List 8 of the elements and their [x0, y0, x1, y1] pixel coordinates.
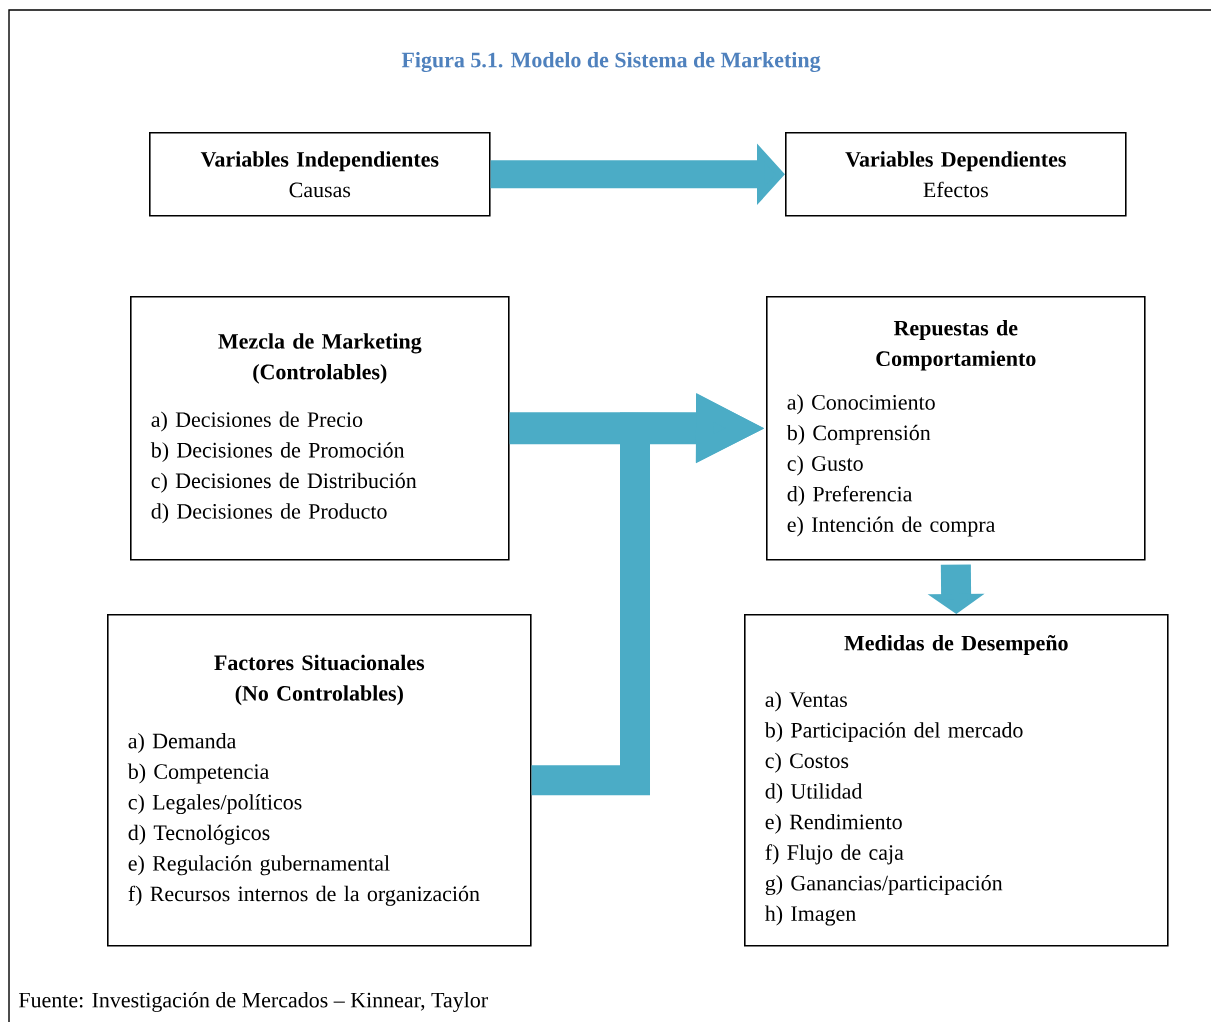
list-box: Factores Situacionales (No Controlables) a) Demanda b) Competencia c) Legales/políticos d) Tecnológicos e) Regulación gubernamental f) Recursos internos de la organización [107, 614, 532, 947]
variable-box: Variables Independientes Causas [149, 132, 491, 217]
variable-box: Variables Dependientes Efectos [785, 132, 1127, 217]
source-caption: Fuente: Investigación de Mercados – Kinnear, Taylor [19, 992, 488, 1012]
list-box: Medidas de Desempeño a) Ventas b) Participación del mercado c) Costos d) Utilidad e) Rendimiento f) Flujo de caja g) Ganancias/participación h) Imagen [744, 614, 1169, 947]
figure-title: Figura 5.1. Modelo de Sistema de Marketing [401, 51, 821, 73]
list-box: Mezcla de Marketing (Controlables) a) Decisiones de Precio b) Decisiones de Promoción c) Decisiones de Distribución d) Decisiones de Producto [130, 296, 510, 561]
list-box: Repuestas de Comportamiento a) Conocimiento b) Comprensión c) Gusto d) Preferencia e) Intención de compra [766, 296, 1146, 561]
